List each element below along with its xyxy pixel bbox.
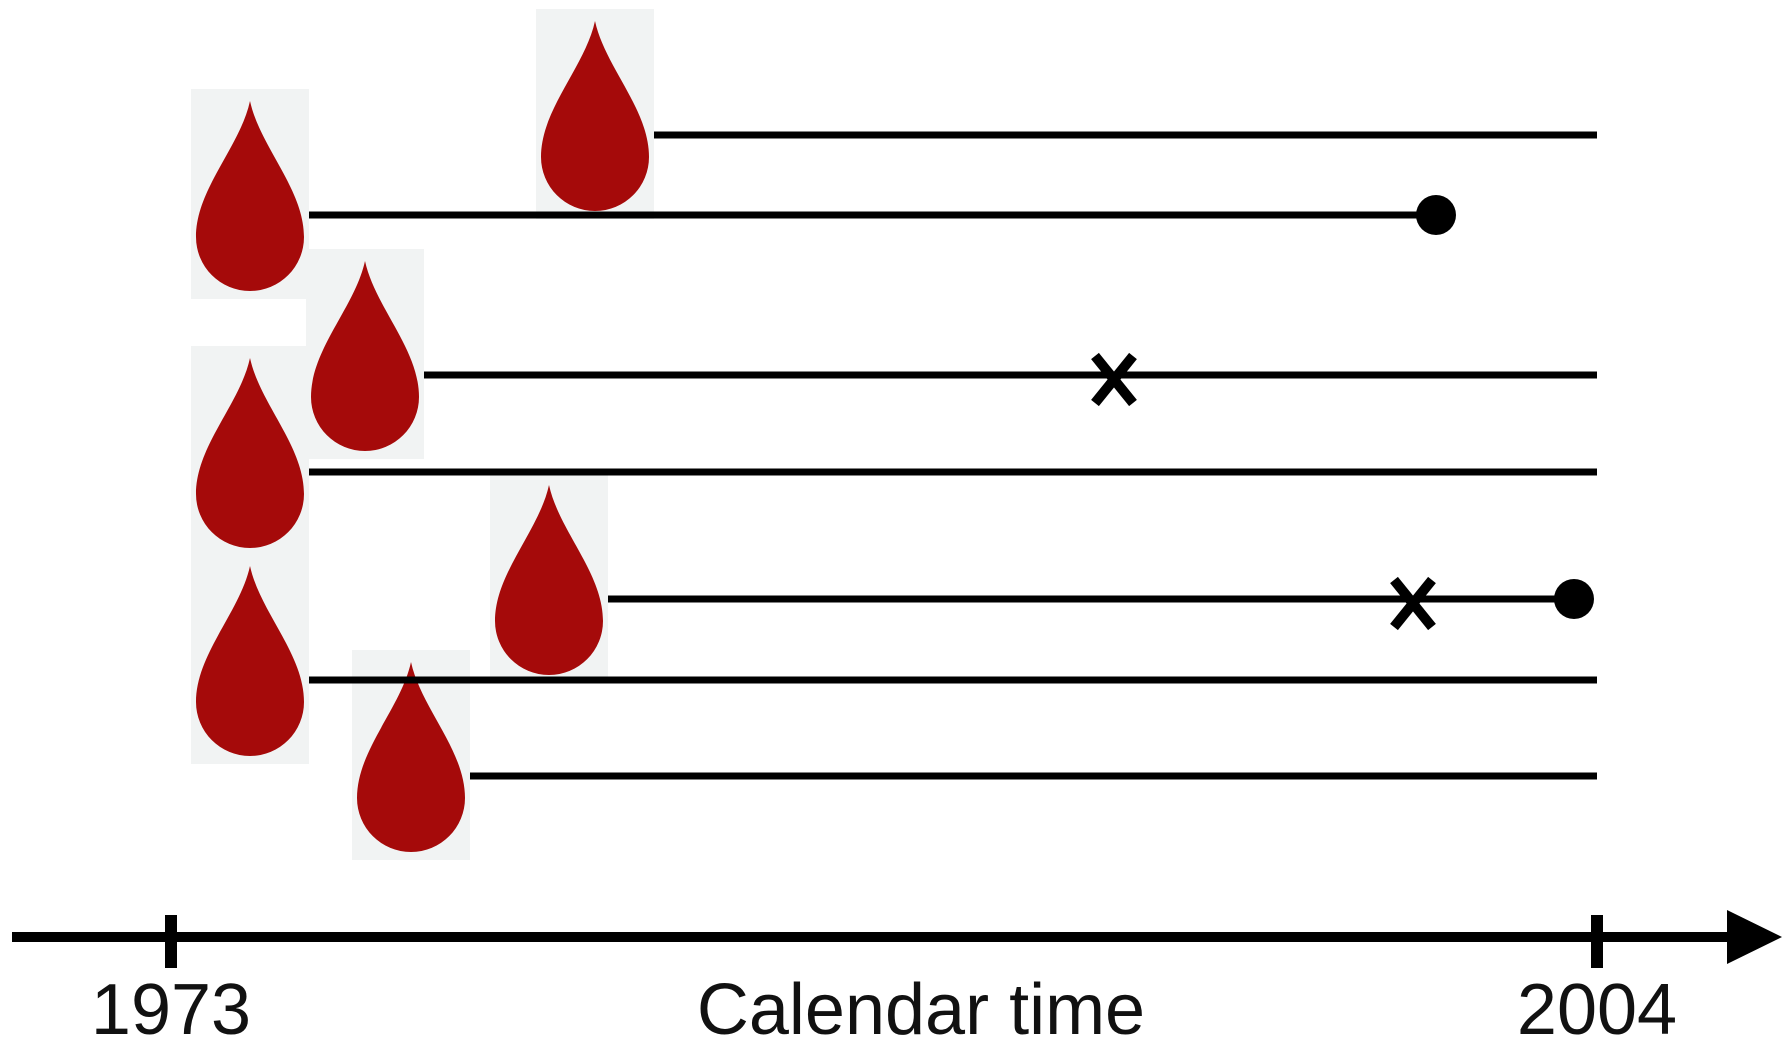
- drop-shape: [196, 358, 304, 548]
- end-dot-icon: [1416, 195, 1456, 235]
- drop-shape: [495, 485, 603, 675]
- blood-drop-icon: [352, 650, 470, 860]
- axis-title: Calendar time: [697, 970, 1145, 1041]
- event-x-stroke: [1091, 352, 1137, 407]
- participants-layer: [191, 9, 1597, 860]
- time-axis: 1973 Calendar time 2004: [12, 910, 1782, 1041]
- drop-shape: [196, 101, 304, 291]
- event-x-stroke: [1390, 576, 1436, 631]
- blood-drop-icon: [306, 249, 424, 459]
- blood-drop-icon: [191, 89, 309, 299]
- blood-drop-icon: [536, 9, 654, 219]
- blood-drop-icon: [490, 473, 608, 683]
- drop-shape: [357, 662, 465, 852]
- participant-row: [608, 576, 1594, 631]
- event-x-icon: [1091, 352, 1137, 407]
- axis-arrowhead-icon: [1727, 910, 1782, 964]
- participant-row: [309, 195, 1456, 235]
- drop-shape: [196, 566, 304, 756]
- start-year-label: 1973: [91, 970, 251, 1041]
- drop-shape: [541, 21, 649, 211]
- end-dot-icon: [1554, 579, 1594, 619]
- end-year-label: 2004: [1517, 970, 1677, 1041]
- event-x-icon: [1390, 576, 1436, 631]
- blood-drop-icon: [191, 346, 309, 556]
- participant-row: [424, 352, 1597, 407]
- blood-drop-icon: [191, 554, 309, 764]
- drop-shape: [311, 261, 419, 451]
